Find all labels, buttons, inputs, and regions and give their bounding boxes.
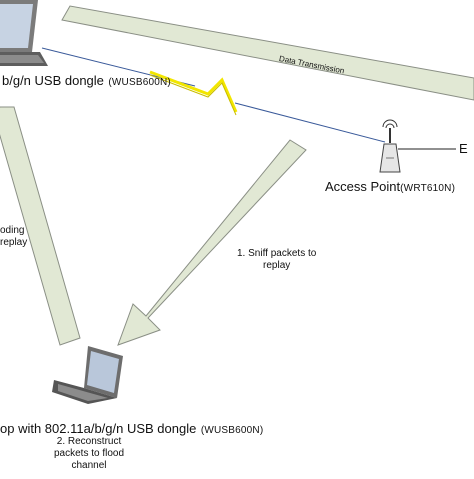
step2-line2: packets to flood	[54, 448, 125, 459]
lightning-bolt-icon	[149, 70, 238, 116]
step2-line3: channel	[71, 460, 107, 471]
bottom-laptop-label: op with 802.11a/b/g/n USB dongle	[0, 421, 197, 436]
step2-line1: 2. Reconstruct	[56, 436, 122, 447]
step2-note: 2. Reconstruct packets to flood channel	[54, 436, 124, 472]
top-laptop-model: (WUSB600N)	[108, 77, 171, 88]
access-point-model: (WRT610N)	[400, 183, 456, 194]
bottom-laptop-icon	[52, 346, 123, 404]
left-note: oding replay	[0, 225, 27, 249]
top-laptop-icon	[0, 0, 48, 66]
step1-note: 1. Sniff packets to replay	[237, 248, 316, 272]
left-note-line1: oding	[0, 225, 25, 236]
bottom-laptop-model: (WUSB600N)	[200, 425, 264, 436]
left-upward-arrow	[0, 106, 81, 346]
top-laptop-caption: b/g/n USB dongle (WUSB600N)	[2, 72, 171, 90]
data-transmission-arrow	[61, 5, 474, 101]
access-point-icon	[379, 119, 401, 173]
sniff-packets-arrow	[117, 139, 307, 346]
step1-line1: 1. Sniff packets to	[237, 248, 317, 259]
access-point-edge-letter: E	[459, 141, 468, 156]
access-point-caption: Access Point(WRT610N)	[325, 178, 455, 196]
bottom-laptop-caption: op with 802.11a/b/g/n USB dongle (WUSB60…	[0, 420, 263, 438]
left-note-line2: replay	[0, 237, 28, 248]
step1-line2: replay	[263, 260, 291, 271]
access-point-label: Access Point	[325, 179, 401, 194]
top-laptop-label: b/g/n USB dongle	[2, 73, 104, 88]
